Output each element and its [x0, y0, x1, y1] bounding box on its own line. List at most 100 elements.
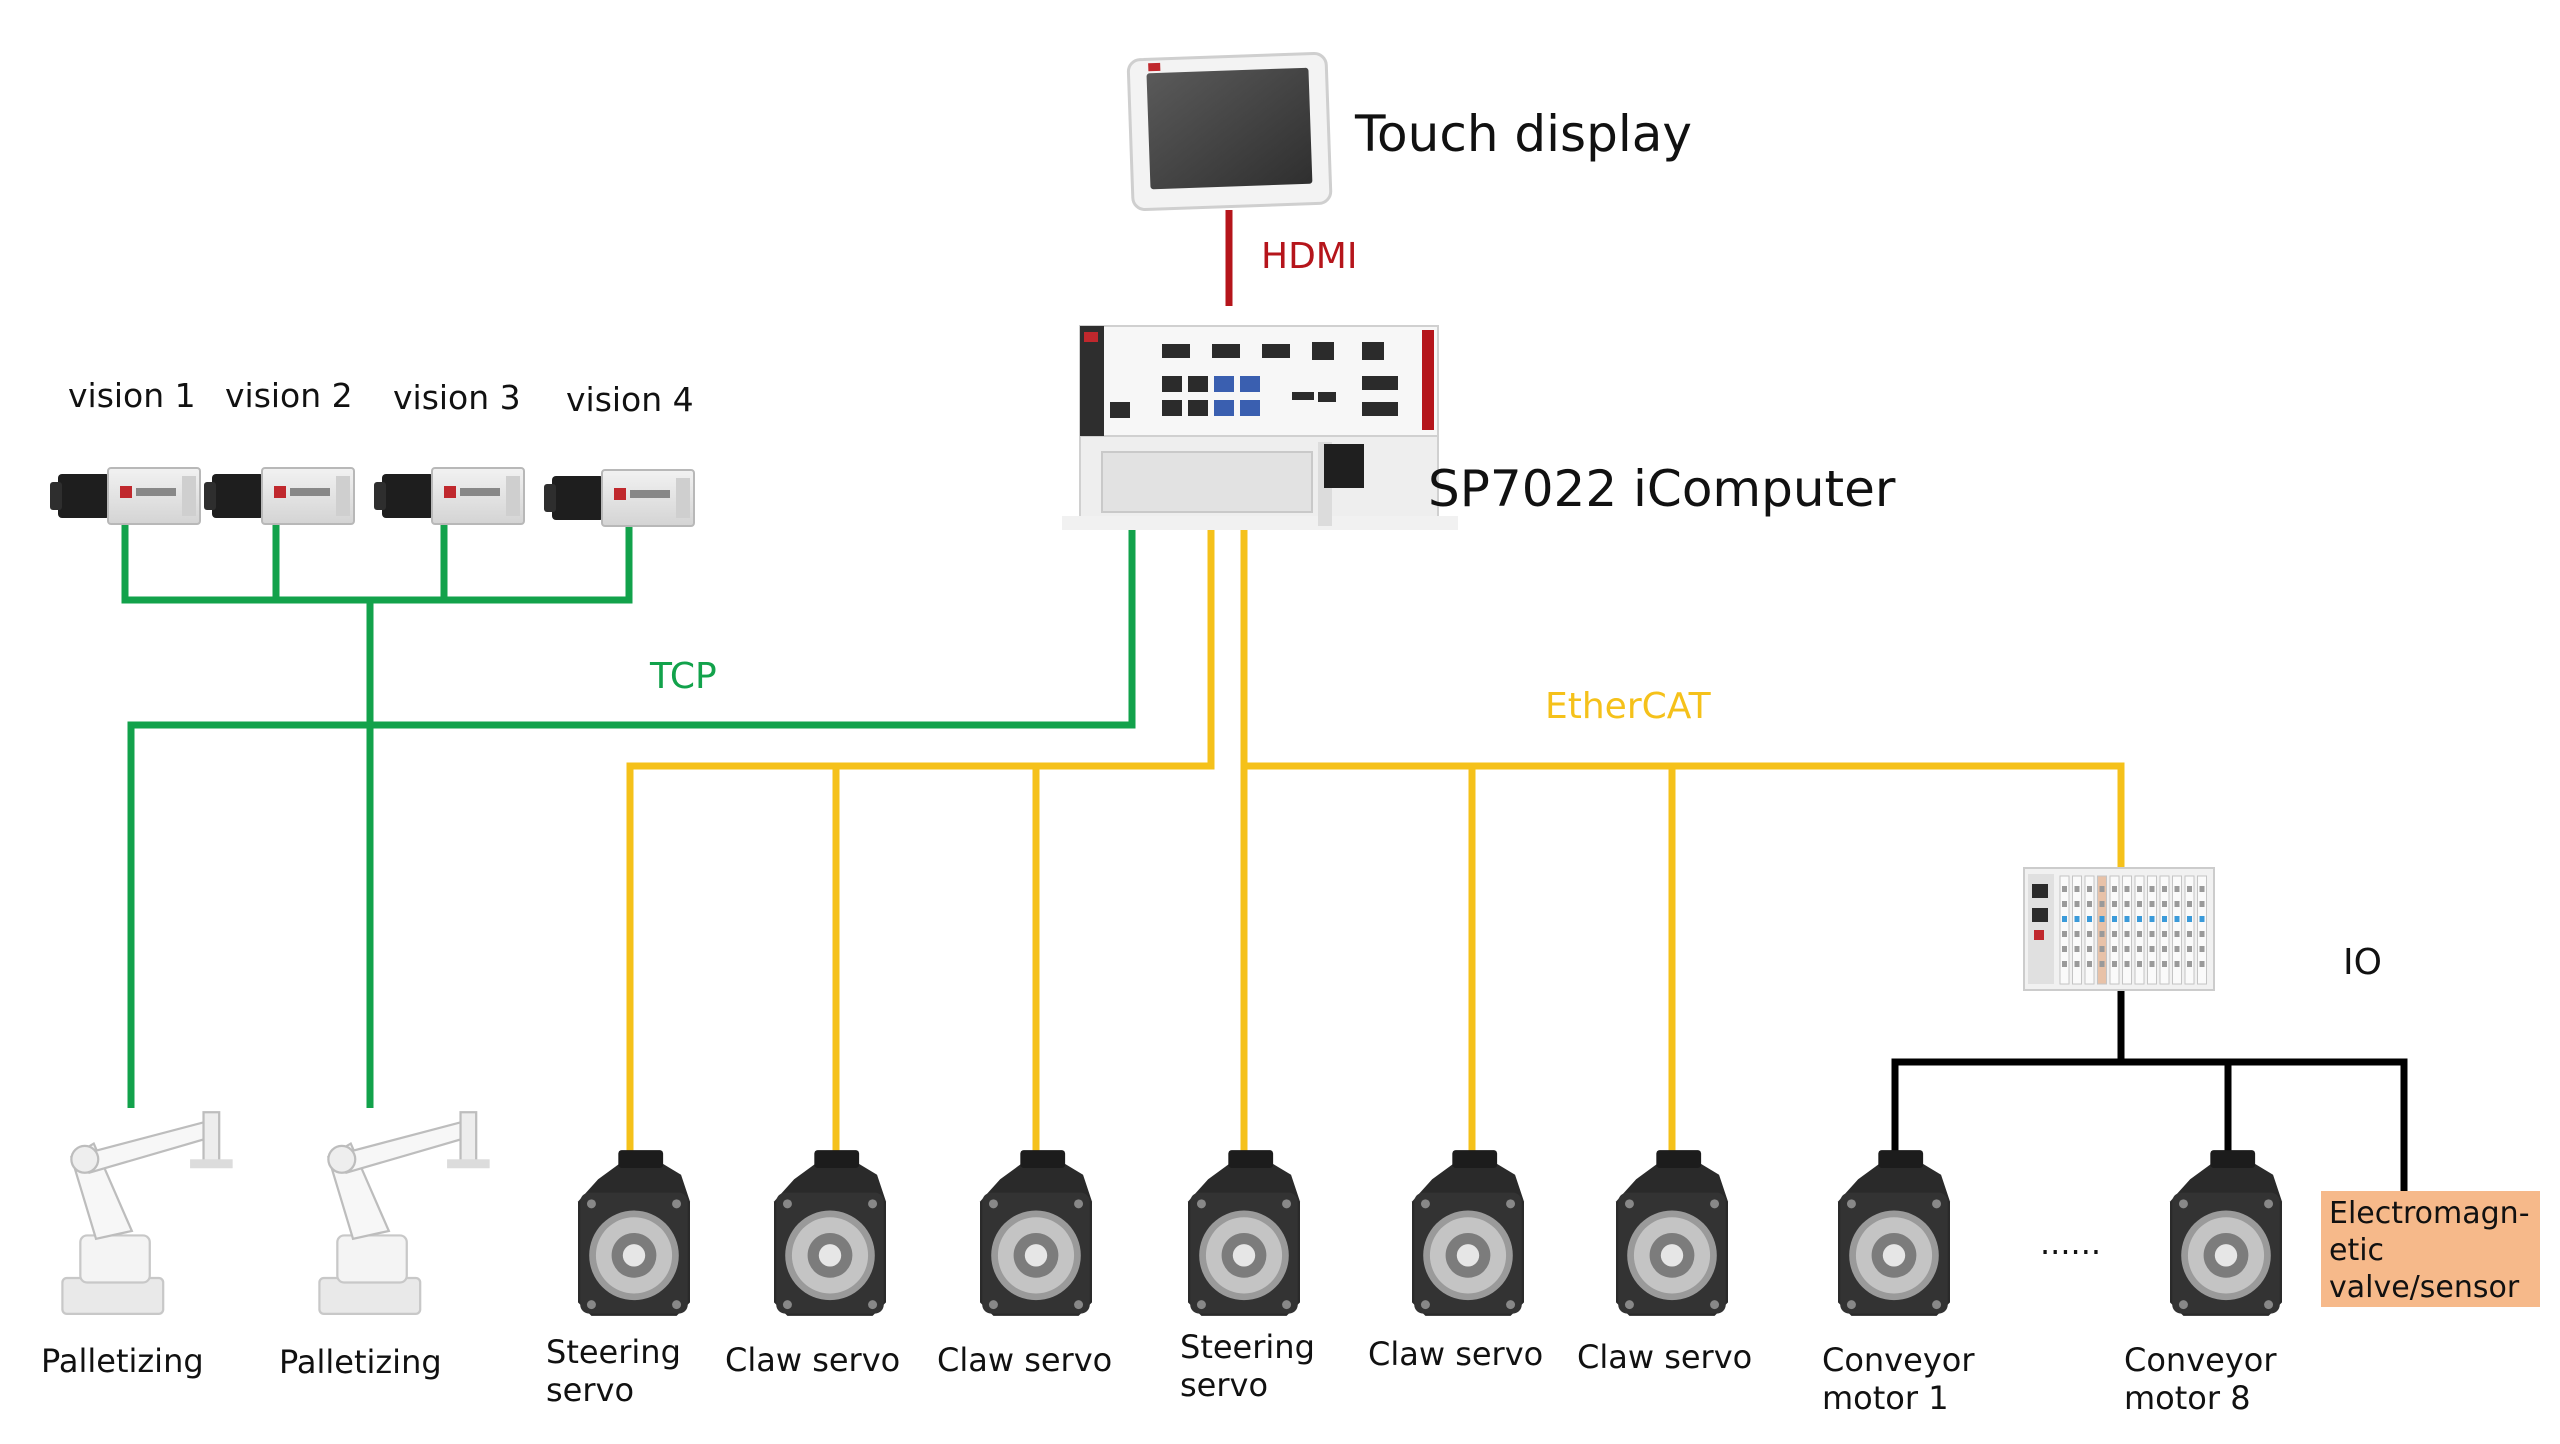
io-terminal-contact	[2162, 916, 2167, 922]
servo-motor-icon	[980, 1150, 1092, 1316]
io-terminal	[2159, 875, 2170, 985]
io-terminal-contact	[2149, 946, 2155, 952]
io-terminal-contact	[2124, 961, 2130, 967]
io-terminal-contact	[2162, 931, 2167, 937]
servo-4-label-line2: servo	[1180, 1366, 1269, 1405]
io-terminal-contact	[2124, 931, 2130, 937]
io-terminal-contact	[2149, 961, 2155, 967]
io-terminal-contact	[2062, 961, 2067, 967]
touch-panel-screen	[1146, 67, 1313, 190]
industrial-camera-icon	[203, 467, 355, 525]
touch-panel-logo	[1148, 62, 1161, 72]
io-coupler-logo	[2034, 930, 2044, 940]
io-terminal-contact	[2112, 931, 2117, 937]
io-terminal-contact	[2187, 916, 2192, 922]
conveyor-8-label-line2: motor 8	[2124, 1379, 2251, 1418]
io-terminal	[2109, 875, 2120, 985]
io-terminal-contact	[2062, 946, 2067, 952]
io-terminal-contact	[2099, 916, 2105, 922]
ethercat-right-branch	[1244, 762, 2125, 868]
servo-motor-icon	[2170, 1150, 2282, 1316]
ethercat-label: EtherCAT	[1545, 686, 1711, 727]
pc-port	[1362, 402, 1398, 416]
io-terminal-contact	[2162, 901, 2167, 907]
io-terminal-contact	[2137, 916, 2142, 922]
tcp-camera-bus	[121, 524, 633, 604]
pc-port	[1312, 342, 1334, 360]
io-terminal	[2122, 875, 2132, 985]
hdmi-label: HDMI	[1261, 236, 1358, 277]
pc-port	[1214, 400, 1234, 416]
io-terminal-contact	[2162, 886, 2167, 892]
io-terminal-contact	[2099, 946, 2105, 952]
pc-port	[1110, 402, 1130, 418]
io-terminal-contact	[2062, 901, 2067, 907]
io-terminal	[2072, 875, 2082, 985]
io-terminal-contact	[2087, 886, 2092, 892]
io-terminal-contact	[2099, 886, 2105, 892]
servo-6-label: Claw servo	[1577, 1338, 1753, 1376]
pc-port	[1240, 400, 1260, 416]
io-terminal-contact	[2149, 901, 2155, 907]
pc-port	[1162, 344, 1190, 358]
servo-motor-icon	[1616, 1150, 1728, 1316]
io-terminal-contact	[2187, 961, 2192, 967]
io-terminal-contact	[2099, 931, 2105, 937]
io-terminal-contact	[2187, 946, 2192, 952]
vision-1-label: vision 1	[68, 376, 196, 415]
servo-motor-icon	[1838, 1150, 1950, 1316]
vision-4-label: vision 4	[566, 380, 694, 419]
io-terminal-contact	[2187, 886, 2192, 892]
devices	[49, 52, 2282, 1316]
pc-port	[1188, 376, 1208, 392]
servo-2-label: Claw servo	[725, 1341, 901, 1379]
ellipsis-label: ......	[2040, 1224, 2102, 1262]
palletizing-robot-arm-icon	[61, 1111, 234, 1315]
io-terminal-contact	[2137, 886, 2142, 892]
servo-motor-icon	[1188, 1150, 1300, 1316]
io-terminal-contact	[2087, 901, 2092, 907]
pc-expansion-slot	[1101, 451, 1313, 513]
industrial-camera-icon	[373, 467, 525, 525]
conveyor-1-label: Conveyor motor 1	[1822, 1341, 2082, 1418]
conveyor-1-label-line1: Conveyor	[1822, 1341, 1975, 1379]
valve-line-2: etic	[2329, 1233, 2385, 1268]
io-terminal-contact	[2199, 946, 2205, 952]
conveyor-8-label: Conveyor motor 8	[2124, 1341, 2384, 1418]
io-terminal-contact	[2062, 931, 2067, 937]
io-terminal-contact	[2199, 961, 2205, 967]
io-terminal-contact	[2174, 931, 2180, 937]
io-coupler-port	[2032, 884, 2048, 898]
io-terminal-contact	[2074, 916, 2080, 922]
industrial-camera-icon	[49, 467, 201, 525]
valve-sensor-box: Electromagn- etic valve/sensor	[2321, 1191, 2540, 1307]
servo-4-label-line1: Steering	[1180, 1328, 1315, 1366]
io-bus	[1891, 1058, 2408, 1191]
io-terminal-contact	[2099, 961, 2105, 967]
industrial-camera-icon	[543, 469, 695, 527]
ethercat-left-branch	[626, 528, 1215, 1163]
io-terminal-contact	[2074, 886, 2080, 892]
io-coupler-port	[2032, 908, 2048, 922]
io-terminal-contact	[2137, 901, 2142, 907]
io-terminal-contact	[2199, 901, 2205, 907]
servo-1-label-line1: Steering	[546, 1333, 681, 1371]
io-terminal-contact	[2137, 931, 2142, 937]
io-terminal-contact	[2149, 931, 2155, 937]
palletizing-robot-arm-icon	[318, 1111, 491, 1315]
io-terminal	[2097, 875, 2107, 985]
io-terminal	[2084, 875, 2095, 985]
io-terminal-contact	[2124, 886, 2130, 892]
palletizing-2-label: Palletizing	[279, 1343, 442, 1381]
touch-display-label: Touch display	[1355, 105, 1692, 163]
pc-port	[1318, 392, 1336, 402]
conveyor-1-label-line2: motor 1	[1822, 1379, 1949, 1418]
io-terminal-contact	[2087, 961, 2092, 967]
pc-port	[1212, 344, 1240, 358]
io-terminal	[2197, 875, 2207, 985]
io-terminal-contact	[2087, 931, 2092, 937]
io-terminal-contact	[2199, 916, 2205, 922]
pc-logo	[1084, 332, 1098, 342]
io-terminal-contact	[2137, 961, 2142, 967]
